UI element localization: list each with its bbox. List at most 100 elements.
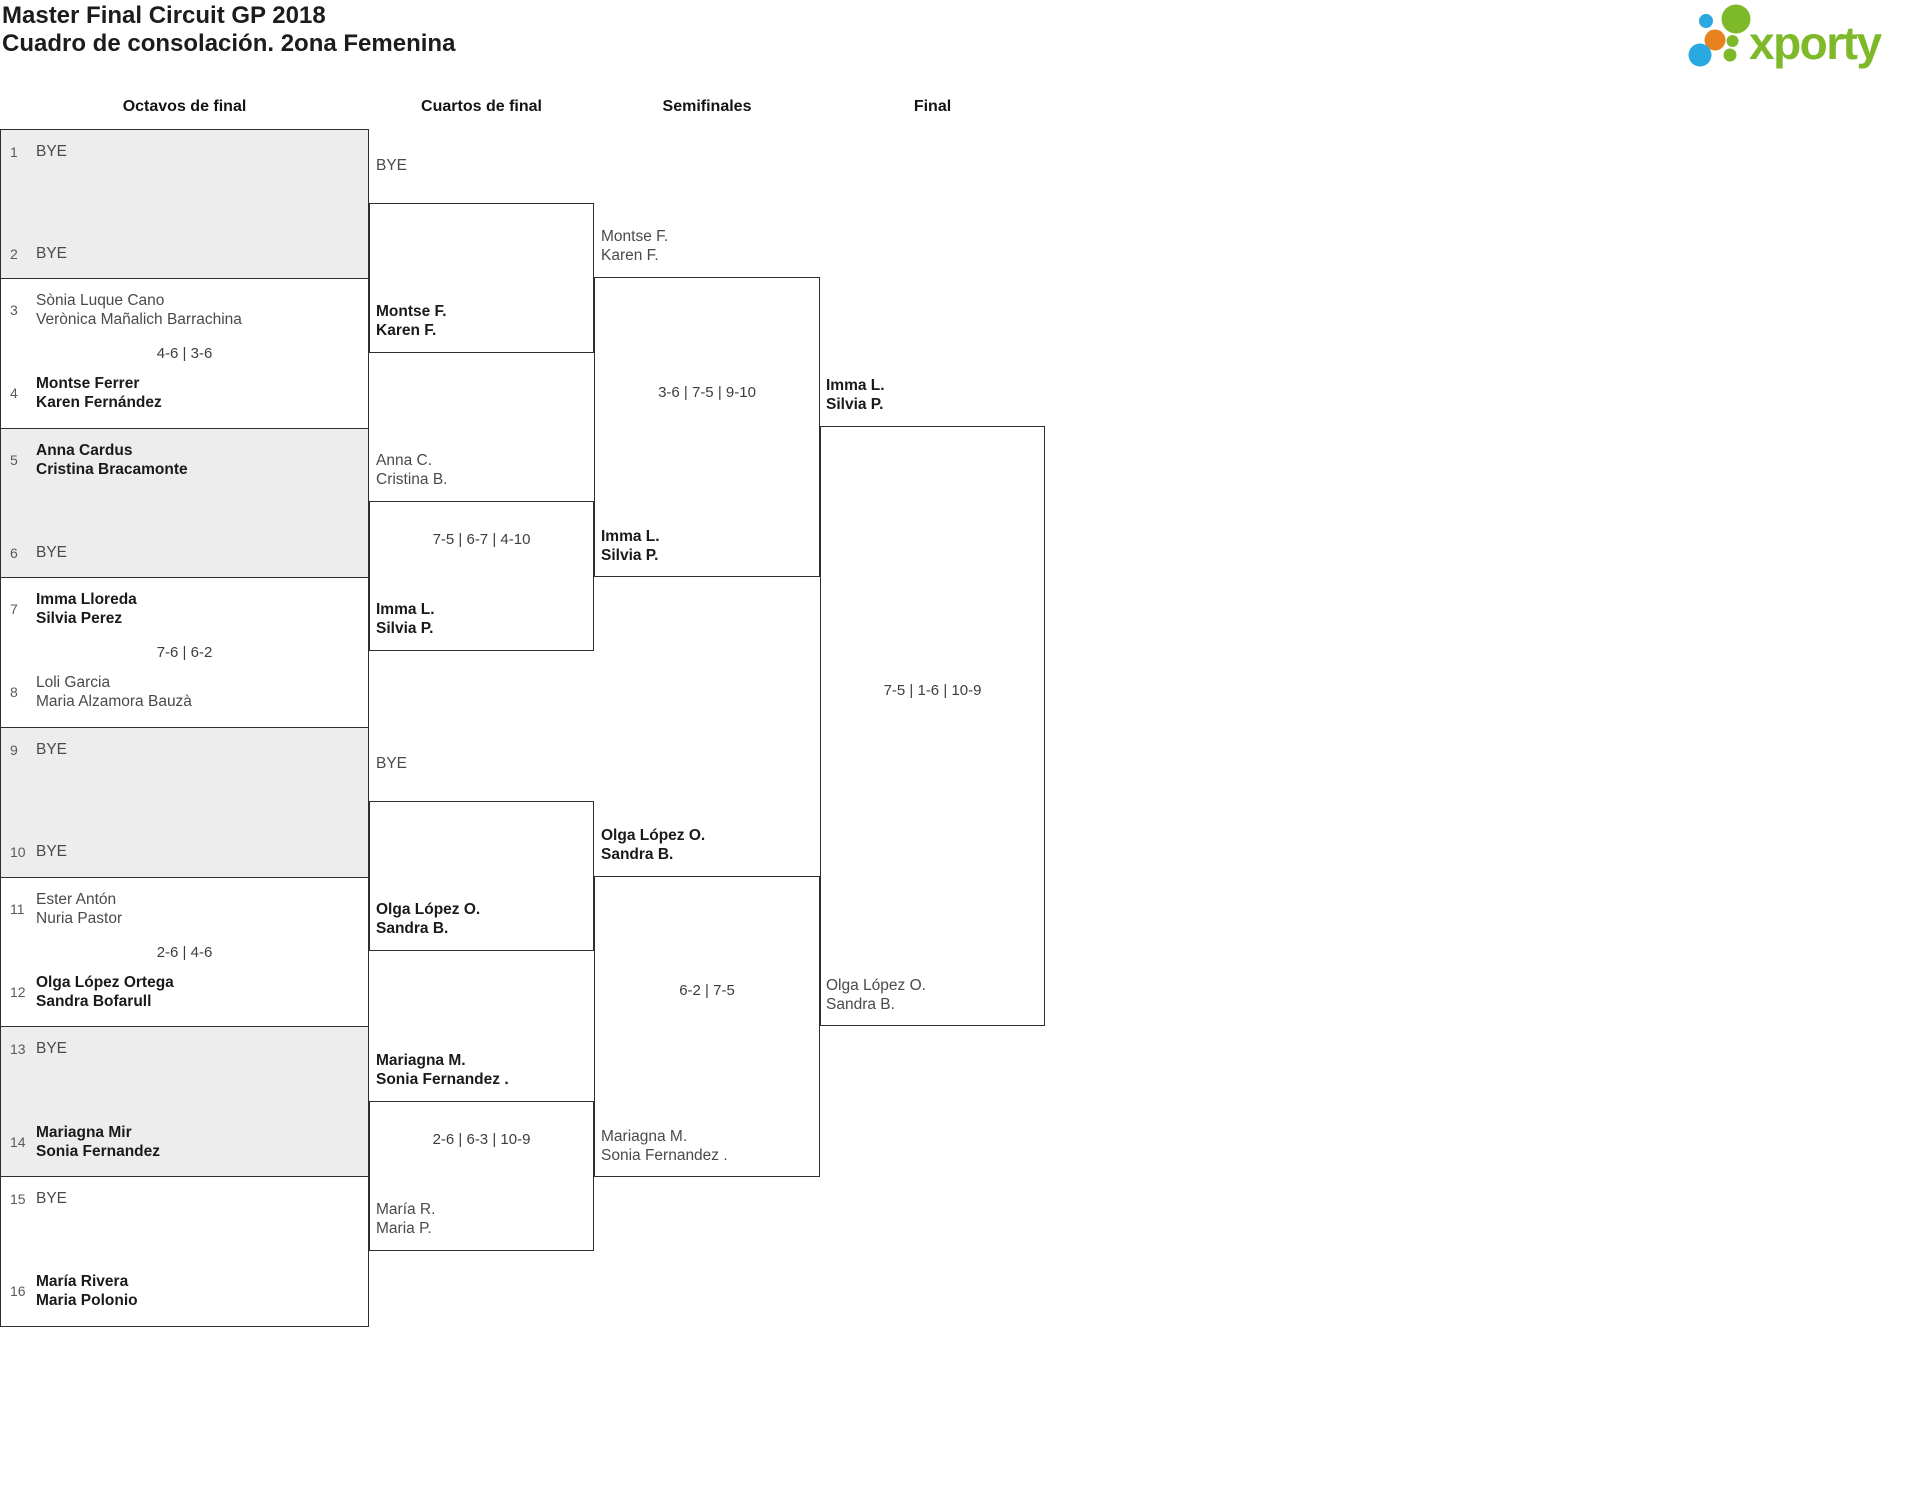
sf1-score: 3-6 | 7-5 | 9-10 bbox=[658, 384, 756, 401]
qf2-team-b-label: Imma L.Silvia P. bbox=[376, 601, 435, 637]
round-header-cuartos: Cuartos de final bbox=[421, 98, 542, 115]
page-subtitle: Cuadro de consolación. 2ona Femenina bbox=[2, 30, 456, 57]
team-slot: 2 BYE bbox=[1, 244, 362, 263]
seed-number: 4 bbox=[10, 385, 18, 401]
match-box-r16-1: 1 BYE 2 BYE bbox=[0, 129, 369, 280]
page-title-block: Master Final Circuit GP 2018 Cuadro de c… bbox=[2, 2, 455, 58]
round-header-final: Final bbox=[913, 98, 952, 115]
team-names: BYE bbox=[36, 741, 68, 758]
match-box-qf-2 bbox=[369, 501, 594, 651]
round-header-semis: Semifinales bbox=[662, 98, 752, 115]
team-slot: 10 BYE bbox=[1, 842, 362, 861]
team-names: BYE bbox=[36, 245, 68, 262]
qf4-team-b-label: María R.Maria P. bbox=[376, 1201, 436, 1237]
page-title: Master Final Circuit GP 2018 bbox=[2, 2, 326, 29]
qf3-team-a-label: BYE bbox=[376, 755, 408, 772]
qf2-team-a-label: Anna C.Cristina B. bbox=[376, 452, 448, 488]
seed-number: 10 bbox=[10, 843, 26, 860]
sf2-team-b-label: Mariagna M.Sonia Fernandez . bbox=[601, 1128, 728, 1164]
logo-dot-green-small bbox=[1726, 35, 1739, 47]
team-slot: 6 BYE bbox=[1, 543, 362, 562]
sf1-team-a-label: Montse F.Karen F. bbox=[601, 228, 669, 264]
match-box-qf-4 bbox=[369, 1101, 594, 1251]
match-score: 2-6 | 4-6 bbox=[156, 943, 213, 961]
seed-number: 6 bbox=[10, 544, 18, 561]
team-names: BYE bbox=[36, 1190, 68, 1207]
logo-dot-green-small-2 bbox=[1723, 48, 1737, 62]
logo-dot-blue-large bbox=[1688, 43, 1712, 67]
seed-number: 2 bbox=[10, 245, 18, 262]
team-slot: 9 BYE bbox=[1, 740, 362, 759]
round-header-octavos: Octavos de final bbox=[122, 98, 247, 115]
team-slot: 13 BYE bbox=[1, 1039, 362, 1058]
match-box-qf-1 bbox=[369, 203, 594, 353]
team-names: BYE bbox=[36, 544, 68, 561]
seed-number: 5 bbox=[10, 452, 18, 468]
seed-number: 8 bbox=[10, 684, 18, 700]
qf2-score: 7-5 | 6-7 | 4-10 bbox=[432, 531, 531, 548]
match-score: 4-6 | 3-6 bbox=[156, 344, 213, 362]
sf1-team-b-label: Imma L.Silvia P. bbox=[601, 528, 660, 564]
team-names: BYE bbox=[36, 1040, 68, 1057]
qf3-team-b-label: Olga López O.Sandra B. bbox=[376, 901, 481, 937]
logo-dot-orange bbox=[1704, 29, 1726, 51]
match-box-sf-1 bbox=[594, 277, 820, 577]
seed-number: 14 bbox=[10, 1134, 26, 1150]
seed-number: 11 bbox=[10, 901, 25, 917]
qf1-team-b-label: Montse F.Karen F. bbox=[376, 303, 447, 339]
seed-number: 7 bbox=[10, 601, 18, 617]
sf2-team-a-label: Olga López O.Sandra B. bbox=[601, 827, 706, 863]
seed-number: 15 bbox=[10, 1190, 26, 1207]
seed-number: 3 bbox=[10, 302, 18, 318]
seed-number: 9 bbox=[10, 741, 18, 758]
seed-number: 1 bbox=[10, 143, 18, 160]
qf4-team-a-label: Mariagna M.Sonia Fernandez . bbox=[376, 1052, 509, 1088]
team-slot: 15 BYE bbox=[1, 1189, 362, 1208]
logo-dot-green-large bbox=[1721, 4, 1751, 34]
logo-text: xporty bbox=[1749, 17, 1883, 69]
logo-dot-blue-small bbox=[1699, 14, 1713, 28]
xporty-logo[interactable]: xporty bbox=[1683, 2, 1903, 74]
match-box-r16-5: 9 BYE 10 BYE bbox=[0, 727, 369, 878]
sf2-score: 6-2 | 7-5 bbox=[679, 982, 735, 999]
team-names: BYE bbox=[36, 843, 68, 860]
seed-number: 13 bbox=[10, 1040, 26, 1057]
team-slot: 1 BYE bbox=[1, 142, 362, 161]
match-box-qf-3 bbox=[369, 801, 594, 951]
match-box-sf-2 bbox=[594, 876, 820, 1177]
match-box-final bbox=[820, 426, 1045, 1026]
qf1-team-a-label: BYE bbox=[376, 157, 408, 174]
team-names: BYE bbox=[36, 143, 68, 160]
match-score: 7-6 | 6-2 bbox=[156, 643, 213, 661]
final-team-b-label: Olga López O.Sandra B. bbox=[826, 977, 926, 1013]
seed-number: 12 bbox=[10, 984, 26, 1000]
final-team-a-label: Imma L.Silvia P. bbox=[826, 377, 885, 413]
final-score: 7-5 | 1-6 | 10-9 bbox=[883, 682, 982, 699]
qf4-score: 2-6 | 6-3 | 10-9 bbox=[432, 1131, 531, 1148]
